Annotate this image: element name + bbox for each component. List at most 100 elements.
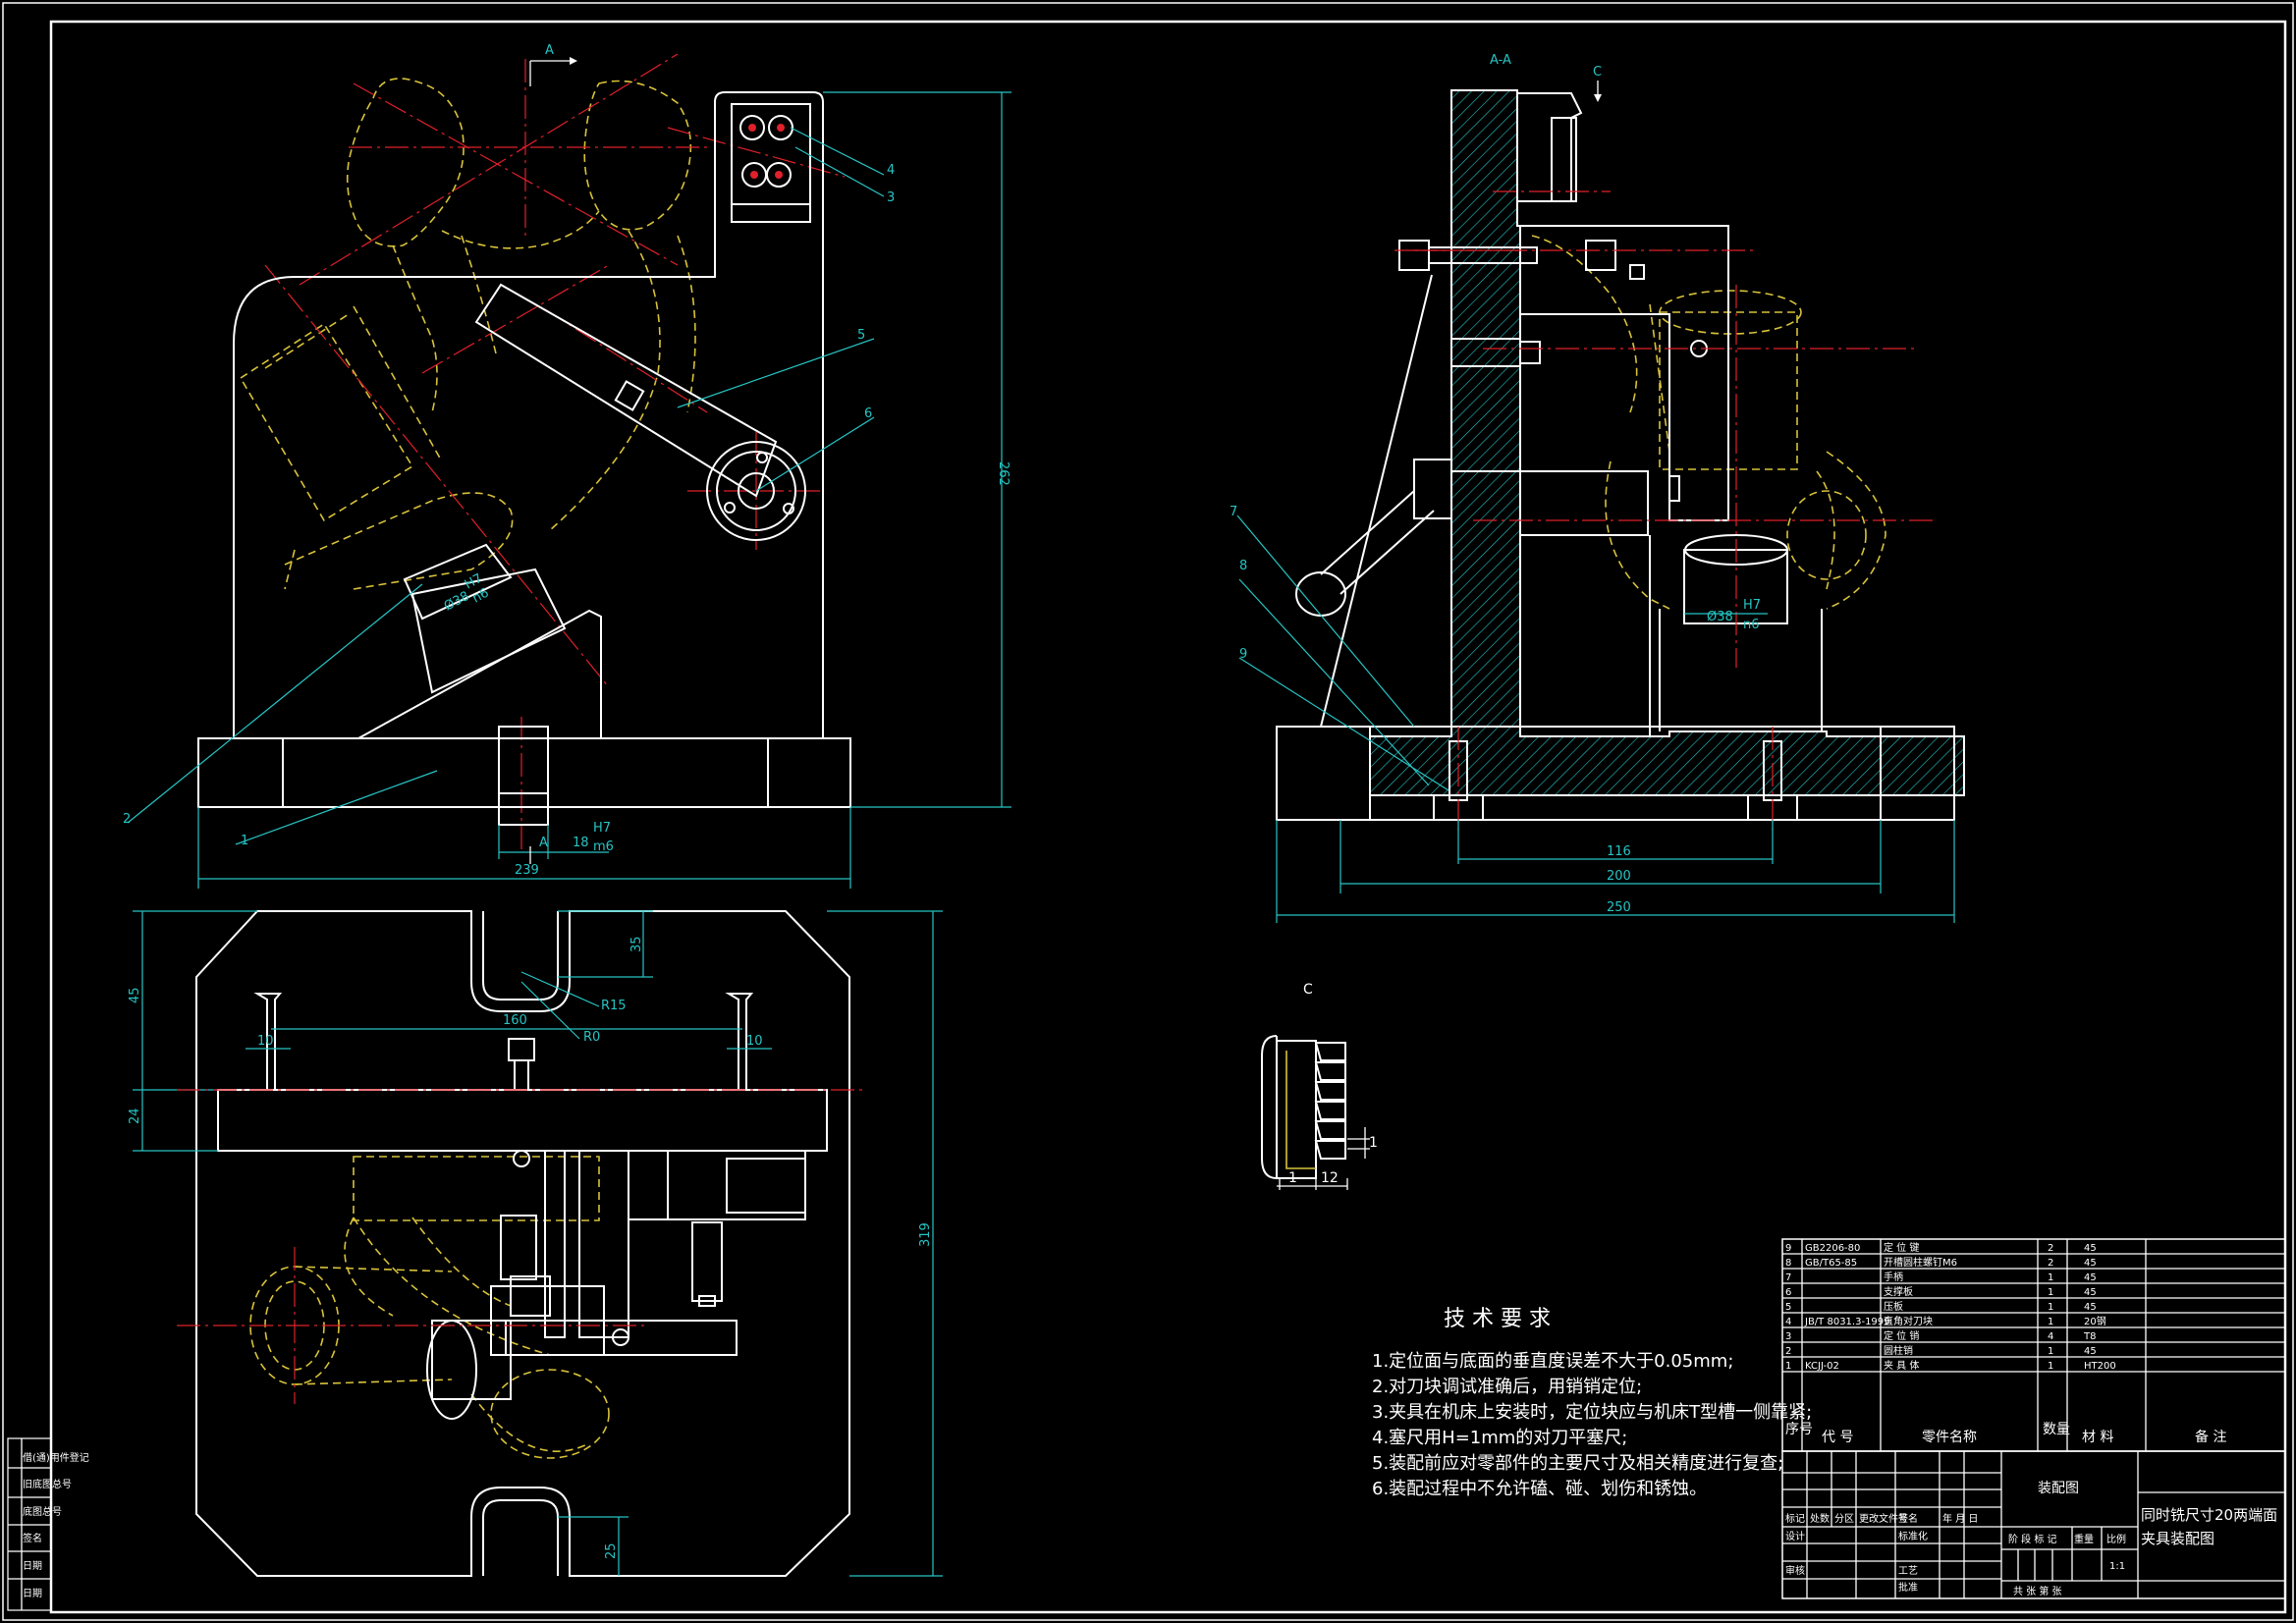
top-view: 35 45 24 160 10 10 R15 R0 319 25 (128, 910, 943, 1577)
title-check: 审核 (1785, 1564, 1805, 1577)
dim-top-10a: 10 (257, 1034, 274, 1049)
bom-cell-qty: 2 (2048, 1258, 2053, 1269)
workpiece-outline (239, 78, 696, 590)
bom-cell-no: 9 (1785, 1243, 1791, 1254)
section-label: A-A (1490, 53, 1511, 68)
detail-c-dim-1: 1 (1288, 1170, 1297, 1186)
workpiece-top (249, 1156, 610, 1459)
bom-cell-qty: 1 (2048, 1302, 2053, 1313)
dim-top-height: 319 (918, 1222, 933, 1247)
title-row-mark: 标记 (1785, 1513, 1805, 1525)
title-scale: 1:1 (2109, 1561, 2125, 1572)
dim-top-35: 35 (629, 936, 644, 952)
detail-c-label: C (1303, 982, 1313, 998)
bom-cell-no: 8 (1785, 1258, 1791, 1269)
bom-cell-name: 直角对刀块 (1884, 1315, 1933, 1327)
tech-title: 技 术 要 求 (1444, 1307, 1551, 1331)
bom-cell-name: 支撑板 (1884, 1285, 1913, 1298)
title-row-file: 更改文件号 (1859, 1512, 1908, 1525)
callout-2: 2 (123, 812, 131, 827)
bom-cell-mat: 45 (2084, 1243, 2097, 1254)
bom-cell-code: KCJJ-02 (1805, 1361, 1839, 1372)
dim-side-116: 116 (1607, 844, 1631, 859)
bom-cell-code: GB2206-80 (1805, 1243, 1860, 1254)
callout-3: 3 (887, 190, 895, 205)
dim-front-bore: Ø38 (442, 589, 472, 615)
bom-cell-qty: 1 (2048, 1361, 2053, 1372)
bom-cell-mat: HT200 (2084, 1361, 2116, 1372)
fixture-body-front (197, 91, 851, 826)
technical-requirements: 技 术 要 求 1.定位面与底面的垂直度误差不大于0.05mm; 2.对刀块调试… (1372, 1307, 1812, 1499)
dim-side-250: 250 (1607, 900, 1631, 915)
title-standard: 标准化 (1898, 1530, 1928, 1542)
bom-cell-qty: 1 (2048, 1317, 2053, 1327)
bom-cell-mat: 45 (2084, 1302, 2097, 1313)
dim-side-bore-fit-top: H7 (1743, 598, 1761, 613)
bom-cell-name: 定 位 销 (1884, 1329, 1919, 1342)
title-row-count: 处数 (1810, 1512, 1830, 1525)
dim-front-slot: 18 (573, 836, 589, 850)
callout-4: 4 (887, 163, 895, 178)
bom-cell-name: 压板 (1884, 1300, 1903, 1313)
bom-cell-no: 3 (1785, 1331, 1791, 1342)
bom-cell-no: 7 (1785, 1272, 1791, 1283)
bom-cell-no: 6 (1785, 1287, 1791, 1298)
tech-item: 2.对刀块调试准确后，用销销定位; (1372, 1377, 1642, 1397)
side-strip-label: 底图总号 (23, 1505, 62, 1518)
bom-cell-code: JB/T 8031.3-1999 (1804, 1317, 1890, 1327)
bom-header-code: 代 号 (1822, 1430, 1853, 1445)
bom-cell-qty: 1 (2048, 1346, 2053, 1357)
title-line-1: 同时铣尺寸20两端面 (2141, 1506, 2277, 1524)
tech-item: 4.塞尺用H=1mm的对刀平塞尺; (1372, 1428, 1627, 1448)
bom-cell-qty: 1 (2048, 1287, 2053, 1298)
bom-cell-name: 手柄 (1884, 1271, 1903, 1283)
tech-item: 1.定位面与底面的垂直度误差不大于0.05mm; (1372, 1351, 1733, 1372)
side-strip-label: 借(通)用件登记 (23, 1451, 89, 1464)
view-arrow-a-top: A (545, 43, 554, 58)
bom-cell-qty: 1 (2048, 1272, 2053, 1283)
bom-cell-mat: 45 (2084, 1272, 2097, 1283)
dim-top-r15: R15 (601, 999, 627, 1013)
title-stage: 阶 段 标 记 (2008, 1533, 2057, 1545)
detail-c-view: C 1 12 1 (1261, 982, 1378, 1190)
bom-header-note: 备 注 (2195, 1429, 2226, 1445)
dim-front-bore-fit-top: H7 (463, 571, 485, 593)
bom-cell-qty: 4 (2048, 1331, 2053, 1342)
dim-top-10b: 10 (746, 1034, 763, 1049)
bom-cell-no: 4 (1785, 1317, 1791, 1327)
dim-front-width: 239 (515, 863, 539, 878)
bom-cell-no: 5 (1785, 1302, 1791, 1313)
side-strip-label: 旧底图总号 (23, 1478, 72, 1490)
callout-8: 8 (1239, 559, 1247, 573)
dim-top-24: 24 (128, 1108, 142, 1124)
dim-side-200: 200 (1607, 869, 1631, 884)
callouts-side: 7 8 9 (1230, 505, 1449, 791)
bom-header-qty: 数量 (2043, 1422, 2070, 1437)
bom-cell-code: GB/T65-85 (1805, 1258, 1857, 1269)
bom-cell-mat: T8 (2083, 1331, 2096, 1342)
tech-item: 3.夹具在机床上安装时，定位块应与机床T型槽一侧靠紧; (1372, 1402, 1812, 1423)
title-row-sign: 签名 (1898, 1512, 1918, 1525)
bom-cell-name: 夹 具 体 (1884, 1359, 1919, 1372)
dim-top-25: 25 (604, 1542, 619, 1559)
callout-7: 7 (1230, 505, 1237, 519)
callout-5: 5 (857, 328, 865, 343)
dim-top-45: 45 (128, 987, 142, 1003)
title-line-2: 夹具装配图 (2141, 1530, 2214, 1547)
title-row-date: 年 月 日 (1942, 1512, 1978, 1525)
tech-item: 6.装配过程中不允许磕、碰、划伤和锈蚀。 (1372, 1479, 1707, 1499)
bom-cell-mat: 45 (2084, 1287, 2097, 1298)
view-c-top: C (1593, 65, 1602, 80)
bom-cell-mat: 45 (2084, 1346, 2097, 1357)
title-sheets: 共 张 第 张 (2013, 1585, 2062, 1597)
detail-c-dim-12: 12 (1321, 1170, 1339, 1186)
dim-side-bore-fit-bottom: n6 (1743, 618, 1760, 632)
title-block: 装配图 同时铣尺寸20两端面 夹具装配图 阶 段 标 记 重量 比例 1:1 共… (1781, 1450, 2286, 1599)
side-strip: 借(通)用件登记 旧底图总号 底图总号 签名 日期 日期 (7, 1437, 89, 1611)
fixture-body-side (1276, 89, 1965, 821)
bom-cell-name: 开槽圆柱螺钉M6 (1884, 1256, 1957, 1269)
callout-1: 1 (241, 834, 248, 848)
dimensions-side: 116 200 250 Ø38 H7 n6 (1276, 598, 1955, 923)
